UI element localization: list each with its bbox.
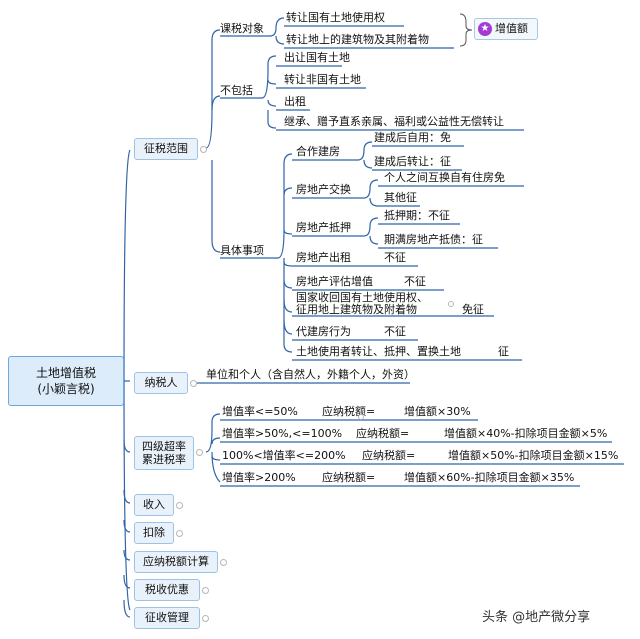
branch-calc[interactable]: 应纳税额计算 — [134, 551, 218, 573]
value-added-tag[interactable]: ★ 增值额 — [474, 18, 538, 40]
node-object-item[interactable]: 转让国有土地使用权 — [286, 11, 385, 24]
node-exchange[interactable]: 房地产交换 — [296, 183, 351, 196]
collapse-dot[interactable] — [448, 301, 454, 307]
branch-admin-label: 征收管理 — [145, 611, 189, 624]
rate-formula[interactable]: 增值额×50%-扣除项目金额×15% — [448, 449, 619, 462]
branch-calc-label: 应纳税额计算 — [143, 555, 209, 568]
node-objects[interactable]: 课税对象 — [220, 22, 264, 35]
collapse-dot[interactable] — [176, 502, 183, 509]
scope-connector — [205, 29, 221, 149]
node-reclaim-result[interactable]: 免征 — [462, 303, 484, 316]
collapse-dot[interactable] — [196, 449, 203, 456]
branch-scope[interactable]: 征税范围 — [134, 138, 198, 160]
rate-cond[interactable]: 增值率<=50% — [222, 405, 298, 418]
root-node[interactable]: 土地增值税 (小颖言税) — [8, 356, 124, 406]
root-subtitle: (小颖言税) — [37, 382, 95, 396]
rate-cond[interactable]: 100%<增值率<=200% — [222, 449, 346, 462]
watermark: 头条 @地产微分享 — [482, 606, 590, 625]
node-exchange-item[interactable]: 其他征 — [384, 191, 417, 204]
rate-tax[interactable]: 应纳税额= — [362, 449, 416, 462]
node-excluded-item[interactable]: 出让国有土地 — [284, 51, 350, 64]
node-excluded-item[interactable]: 继承、赠予直系亲属、福利或公益性无偿转让 — [284, 115, 504, 128]
rate-formula[interactable]: 增值额×30% — [404, 405, 471, 418]
node-rent[interactable]: 房地产出租 — [296, 251, 351, 264]
rate-formula[interactable]: 增值额×60%-扣除项目金额×35% — [404, 471, 575, 484]
collapse-dot[interactable] — [190, 380, 197, 387]
branch-rates-line2: 累进税率 — [142, 453, 186, 466]
rate-formula[interactable]: 增值额×40%-扣除项目金额×5% — [444, 427, 608, 440]
collapse-dot[interactable] — [202, 615, 209, 622]
collapse-dot[interactable] — [176, 530, 183, 537]
node-agency[interactable]: 代建房行为 — [296, 325, 351, 338]
branch-income[interactable]: 收入 — [134, 494, 174, 516]
collapse-dot[interactable] — [202, 587, 209, 594]
branch-scope-label: 征税范围 — [144, 142, 188, 155]
branch-rates[interactable]: 四级超率 累进税率 — [134, 436, 194, 470]
node-specific[interactable]: 具体事项 — [220, 244, 264, 257]
node-appraisal[interactable]: 房地产评估增值 — [296, 275, 373, 288]
node-mortgage[interactable]: 房地产抵押 — [296, 221, 351, 234]
branch-preferential-label: 税收优惠 — [145, 583, 189, 596]
trunk-line — [123, 149, 131, 381]
branch-income-label: 收入 — [143, 498, 165, 511]
node-exchange-item[interactable]: 个人之间互换自有住房免 — [384, 171, 505, 184]
rate-tax[interactable]: 应纳税额= — [322, 405, 376, 418]
rate-cond[interactable]: 增值率>200% — [222, 471, 296, 484]
star-icon: ★ — [478, 22, 492, 36]
collapse-dot[interactable] — [358, 414, 364, 420]
root-title: 土地增值税 — [35, 366, 96, 380]
rate-tax[interactable]: 应纳税额= — [322, 471, 376, 484]
node-mortgage-item[interactable]: 期满房地产抵债：征 — [384, 233, 483, 246]
watermark-prefix: 头条 — [482, 610, 509, 625]
node-excluded-item[interactable]: 转让非国有土地 — [284, 73, 361, 86]
rate-tax[interactable]: 应纳税额= — [356, 427, 410, 440]
branch-deduction-label: 扣除 — [143, 526, 165, 539]
branch-taxpayer[interactable]: 纳税人 — [134, 372, 188, 394]
node-taxpayer-detail[interactable]: 单位和个人（含自然人，外籍个人，外资） — [206, 368, 415, 381]
rate-cond[interactable]: 增值率>50%,<=100% — [222, 427, 343, 440]
collapse-dot[interactable] — [200, 146, 207, 153]
node-coop[interactable]: 合作建房 — [296, 145, 340, 158]
branch-taxpayer-label: 纳税人 — [144, 376, 178, 389]
node-mortgage-item[interactable]: 抵押期：不征 — [384, 209, 450, 222]
node-excluded-item[interactable]: 出租 — [284, 95, 306, 108]
node-excluded[interactable]: 不包括 — [220, 84, 253, 97]
node-object-item[interactable]: 转让地上的建筑物及其附着物 — [286, 33, 429, 46]
node-reclaim-line1[interactable]: 国家收回国有土地使用权、 — [296, 291, 428, 304]
node-transfer-result[interactable]: 征 — [498, 345, 509, 358]
watermark-text: @地产微分享 — [512, 610, 591, 625]
branch-admin[interactable]: 征收管理 — [134, 607, 200, 629]
branch-rates-line1: 四级超率 — [142, 440, 186, 453]
node-reclaim-line2[interactable]: 征用地上建筑物及附着物 — [296, 303, 417, 316]
collapse-dot[interactable] — [220, 559, 227, 566]
node-coop-item[interactable]: 建成后转让：征 — [374, 155, 451, 168]
branch-deduction[interactable]: 扣除 — [134, 522, 174, 544]
node-agency-result[interactable]: 不征 — [384, 325, 406, 338]
node-rent-result[interactable]: 不征 — [384, 251, 406, 264]
node-transfer[interactable]: 土地使用者转让、抵押、置换土地 — [296, 345, 461, 358]
node-appraisal-result[interactable]: 不征 — [404, 275, 426, 288]
tag-label: 增值额 — [495, 22, 528, 35]
node-coop-item[interactable]: 建成后自用：免 — [374, 131, 451, 144]
branch-preferential[interactable]: 税收优惠 — [134, 579, 200, 601]
